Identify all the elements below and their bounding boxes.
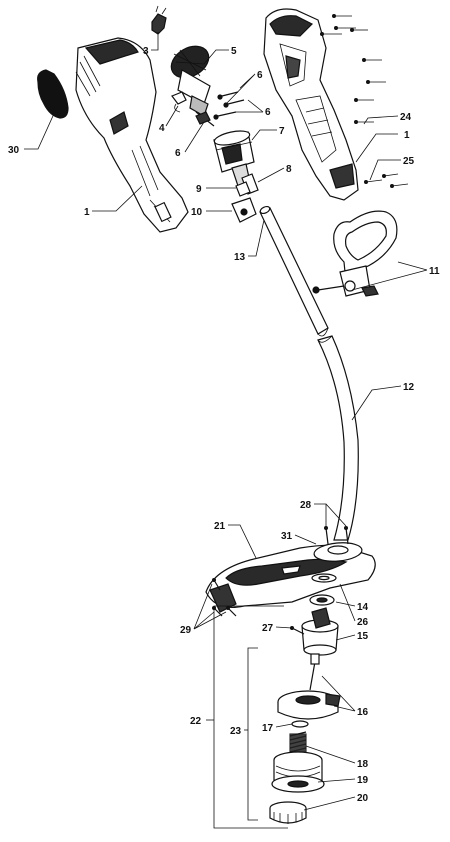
part-11-assist-handle [312,210,398,297]
part-25-screws [364,173,409,188]
label-1-left: 1 [84,207,90,218]
label-14: 14 [357,602,369,613]
label-8: 8 [286,164,292,175]
part-30-label-sticker [37,69,69,119]
label-6-a: 6 [257,70,263,81]
part-13-upper-shaft [259,205,329,337]
label-10: 10 [191,207,203,218]
label-26: 26 [357,617,369,628]
part-5-armature [170,45,215,127]
part-17-washer [291,720,309,728]
label-6-c: 6 [175,148,181,159]
label-7: 7 [279,126,285,137]
label-15: 15 [357,631,369,642]
label-6-b: 6 [265,107,271,118]
label-27: 27 [262,623,274,634]
label-4: 4 [159,123,165,134]
label-23: 23 [230,726,242,737]
label-28: 28 [300,500,312,511]
part-4-clip [171,91,187,113]
part-9-spacer [235,181,251,197]
part-12-lower-shaft [317,335,359,541]
part-19-spool [271,751,325,793]
part-29-screws [212,578,237,617]
label-30: 30 [8,145,20,156]
label-29: 29 [180,625,192,636]
part-20-cap [269,801,307,824]
label-9: 9 [196,184,202,195]
label-16: 16 [357,707,369,718]
label-11: 11 [429,266,440,277]
part-28-screws [324,526,349,545]
label-31: 31 [281,531,293,542]
label-1-right: 1 [404,130,410,141]
label-22: 22 [190,716,202,727]
label-18: 18 [357,759,369,770]
part-15-spool-hub [301,607,339,656]
label-3: 3 [143,46,149,57]
label-25: 25 [403,156,415,167]
part-1-left-housing [75,37,189,233]
label-12: 12 [403,382,415,393]
part-14-bearing [309,594,335,606]
part-31-collar [313,542,363,562]
part-1-right-housing [263,8,359,201]
part-6-screws [195,91,245,125]
label-5: 5 [231,46,237,57]
part-3-cord-plug [151,5,167,35]
housing-screws [320,14,386,124]
leader-lines [24,32,428,829]
part-10-clamp [231,197,257,223]
label-19: 19 [357,775,369,786]
part-18-spring [289,731,307,753]
part-labels: 30 1 3 5 6 4 6 6 7 8 9 10 13 24 1 25 11 … [8,46,440,804]
label-21: 21 [214,521,226,532]
part-26-washer [311,573,337,583]
label-24: 24 [400,112,412,123]
label-17: 17 [262,723,274,734]
label-13: 13 [234,252,246,263]
part-16-spool-housing [277,653,341,720]
label-20: 20 [357,793,369,804]
part-7-gear-housing [213,130,255,187]
